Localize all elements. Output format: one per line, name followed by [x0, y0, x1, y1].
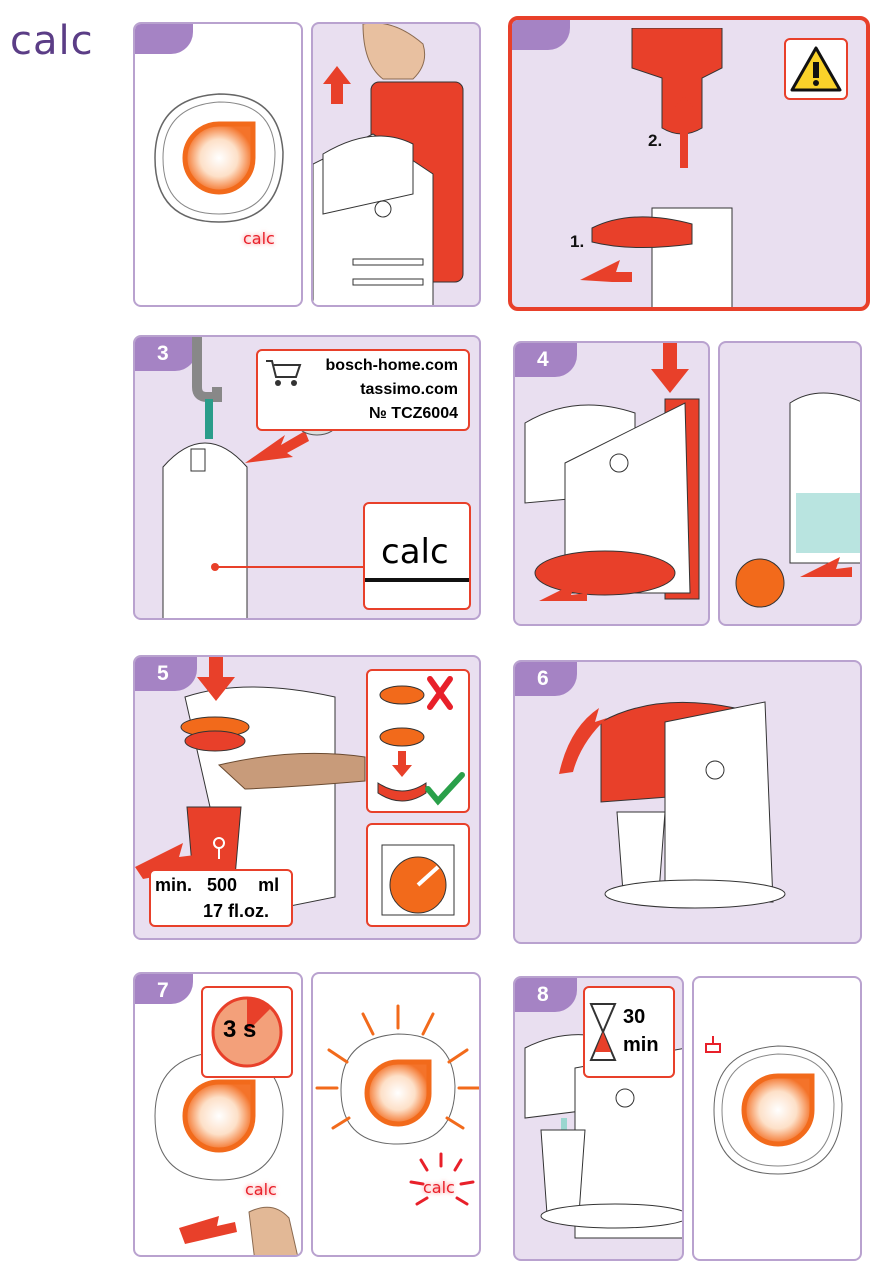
warning-icon	[790, 46, 842, 92]
calc-led-icon	[154, 1051, 284, 1181]
volume-oz: 17 fl.oz.	[203, 901, 270, 921]
panel-calc-indicator: calc	[133, 22, 303, 307]
hourglass-icon	[589, 1003, 617, 1061]
calc-led-icon	[154, 93, 284, 223]
calc-led-flash-icon	[315, 1004, 479, 1206]
step-tab: 4	[515, 343, 577, 377]
volume-box: min. 500 ml 17 fl.oz.	[149, 869, 293, 927]
tank-drain-illustration	[735, 392, 860, 608]
calc-level-label: calc	[381, 532, 449, 572]
machine-descaling-illustration	[524, 1034, 682, 1239]
stopwatch-icon	[211, 996, 283, 1068]
capsule-orientation-icon	[377, 676, 465, 806]
calc-button-label[interactable]: calc	[245, 1180, 277, 1199]
website-bosch: bosch-home.com	[325, 357, 458, 374]
volume-amount: 500	[207, 875, 238, 895]
panel-press-calc: 7 3 s calc	[133, 972, 303, 1257]
panel-insert-tank: 4	[513, 341, 710, 626]
machine-illustration	[313, 24, 464, 305]
step-tab: 7	[135, 974, 193, 1004]
website-tassimo: tassimo.com	[360, 381, 458, 398]
descale-indicator-icon	[705, 1036, 721, 1053]
step-tab	[135, 24, 193, 54]
calc-label: calc	[243, 229, 275, 248]
finger-press-illustration	[179, 1206, 298, 1255]
order-info-box: bosch-home.com tassimo.com № TCZ6004	[256, 349, 470, 431]
step-label-1: 1.	[570, 232, 585, 251]
calc-flash-label: calc	[423, 1178, 455, 1197]
panel-remove-tank	[311, 22, 481, 307]
step-label-2: 2.	[648, 131, 663, 150]
panel-descaler-refill: 3 bosch-home.com tassimo.com № TCZ6004 c…	[133, 335, 481, 620]
machine-cup-illustration	[559, 701, 786, 909]
step-tab: 6	[515, 662, 577, 696]
panel-warning-remove-parts: 2. 1.	[508, 16, 870, 311]
panel-capsule-cup: 5 min. 500 ml 17 fl.oz.	[133, 655, 481, 940]
capsule-slot-box	[366, 823, 470, 927]
capsule-orientation-box	[366, 669, 470, 813]
timer-value: 3 s	[223, 1016, 257, 1043]
wait-time-box: 30 min	[583, 986, 675, 1078]
fill-line	[365, 578, 469, 582]
capsule-insert-illustration	[135, 657, 366, 918]
step-tab: 3	[135, 337, 197, 371]
wait-time-value: 30	[623, 1006, 646, 1028]
volume-line: min. 500 ml	[155, 875, 279, 896]
panel-calc-final	[692, 976, 862, 1261]
step-tab	[512, 20, 570, 50]
capsule-slot-icon	[381, 844, 455, 916]
page-title: calc	[10, 18, 94, 64]
machine-drip-tray-illustration	[524, 343, 700, 601]
step-tab: 8	[515, 978, 577, 1012]
product-code: № TCZ6004	[369, 405, 458, 422]
min-label: min.	[155, 875, 193, 895]
panel-close-lid: 6	[513, 660, 862, 944]
step-tab: 5	[135, 657, 197, 691]
shopping-cart-icon	[266, 360, 302, 386]
timer-box: 3 s	[201, 986, 293, 1078]
volume-unit: ml	[258, 875, 280, 895]
warning-box	[784, 38, 848, 100]
panel-calc-blinking: calc	[311, 972, 481, 1257]
calc-level-box: calc	[363, 502, 471, 610]
panel-empty-tank	[718, 341, 862, 626]
calc-led-icon	[713, 1045, 843, 1175]
tank-parts-illustration	[580, 28, 733, 307]
panel-wait-30-min: 8 30 min	[513, 976, 684, 1261]
wait-time-unit: min	[623, 1034, 659, 1056]
